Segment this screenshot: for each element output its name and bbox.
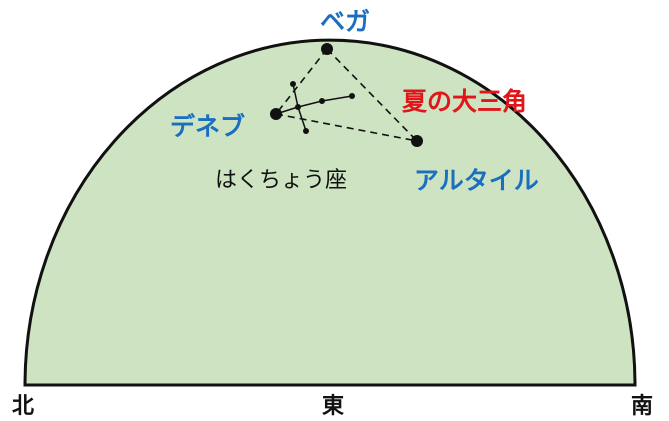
cygnus-line [321,95,353,102]
summer-triangle-lines [275,48,418,142]
cygnus-label: はくちょう座 [215,168,348,193]
altair-label: アルタイル [414,166,539,195]
vega-star [321,43,333,55]
triangle-edge-vega-altair [326,48,418,142]
cygnus-star [303,128,309,134]
deneb-label: デネブ [170,112,246,141]
south-label: 南 [631,394,654,419]
sky-dome [23,38,637,387]
east-label: 東 [322,394,345,419]
cygnus-line [297,106,307,132]
altair-star [411,135,423,147]
triangle-edge-vega-deneb [275,48,328,115]
summer-triangle-label: 夏の大三角 [402,87,528,116]
north-label: 北 [12,394,35,419]
cygnus-star [290,81,296,87]
cygnus-star [319,98,325,104]
vega-label: ベガ [320,7,371,36]
cygnus-line [297,100,323,108]
deneb-star [270,108,282,120]
cygnus-line [292,83,299,108]
cygnus-star [349,93,355,99]
cygnus-star [295,104,301,110]
